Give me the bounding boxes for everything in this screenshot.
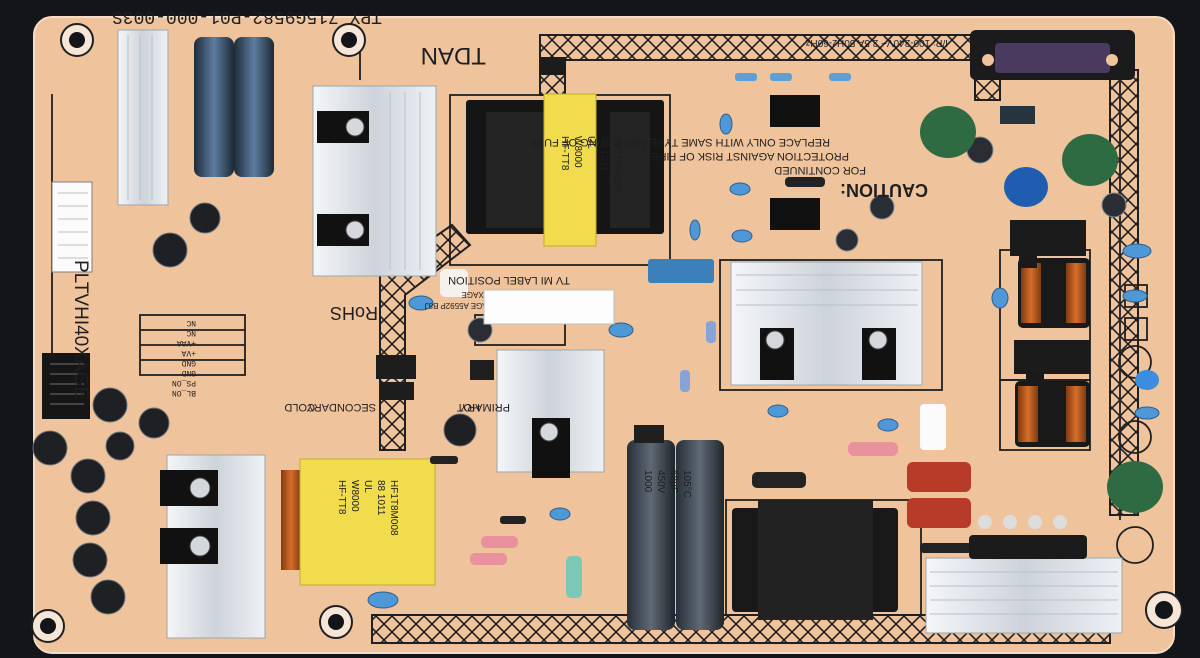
caution-line-1: FOR CONTINUED <box>774 164 866 176</box>
part-number-label: TPY 715G9582-P01-000-003S <box>112 6 382 26</box>
resistors <box>430 73 972 598</box>
connector-pin-label-7: PS_ON <box>172 378 196 387</box>
main-transformer-label-3: UL <box>585 136 596 149</box>
label-sticker-line-2: HOAA1XAGE A5592P B8J <box>425 301 520 310</box>
standby-transformer-label-3: UL <box>362 480 373 493</box>
mounting-holes <box>31 23 1183 643</box>
electrolytic-capacitors <box>32 37 1127 630</box>
power-transistors <box>160 95 896 564</box>
model-vertical-label: PLTVHI40XAGE <box>70 260 91 399</box>
standby-transformer-label-2: W8000 <box>349 480 360 512</box>
main-transformer-label-1: HF-TT8 <box>559 136 570 171</box>
common-mode-chokes <box>1010 220 1090 447</box>
film-capacitors <box>440 57 1163 528</box>
main-transformer-label-5: HF1T8M008 <box>611 136 622 192</box>
serial-sticker <box>483 289 615 325</box>
main-transformer <box>466 93 664 247</box>
hot-label: HOT <box>457 401 481 413</box>
caution-line-3: REPLACE ONLY WITH SAME TYPE AND RATING O… <box>526 136 830 148</box>
electrolytic-label-2: 450V <box>655 470 666 494</box>
secondary-label: SECONDARY <box>306 401 376 413</box>
standby-transformer-label-1: HF-TT8 <box>336 480 347 515</box>
connector-pin-label-1: NC <box>186 318 196 327</box>
handwritten-mark: TDAN <box>421 42 486 69</box>
pfc-choke <box>732 500 898 620</box>
cold-label: COLD <box>284 401 315 413</box>
electrolytic-label-4: 105°C <box>681 470 692 498</box>
connector-pin-label-3: +VAA <box>177 338 196 347</box>
silkscreen-text: TPY 715G9582-P01-000-003S PLTVHI40XAGE T… <box>70 6 948 536</box>
blue-ceramic-capacitors <box>367 113 1160 609</box>
connector-pin-label-6: GND <box>181 368 196 377</box>
caution-line-2: PROTECTION AGAINST RISK OF FIRE, <box>648 150 849 162</box>
connector-pin-label-8: BL_ON <box>172 388 196 397</box>
standby-transformer-label-4: 88 1011 <box>375 480 386 516</box>
primary-label: PRIMARY <box>459 401 510 413</box>
main-transformer-label-4: 88 1011 <box>598 136 609 172</box>
input-rating-label: I/P: 100-240V~ 2.5A 50Hz-60Hz <box>805 37 948 48</box>
electrolytic-label-1: 1000 <box>642 470 653 493</box>
electrolytic-label-3: 68µF <box>668 470 679 493</box>
main-transformer-label-2: W8000 <box>572 136 583 168</box>
standby-transformer-label-5: HF1T8M008 <box>388 480 399 536</box>
connector-pin-label-2: NC <box>186 328 196 337</box>
label-area-title: TV MI LABEL POSITION <box>448 274 570 286</box>
standby-transformer <box>281 458 436 586</box>
rohs-mark: RoHS <box>330 303 378 323</box>
caution-title: CAUTION: <box>840 180 928 200</box>
connector-pin-label-4: +VA <box>181 348 196 357</box>
connector-pin-label-5: GND <box>181 358 196 367</box>
board-connectors <box>42 181 416 419</box>
small-parts <box>470 256 1087 559</box>
